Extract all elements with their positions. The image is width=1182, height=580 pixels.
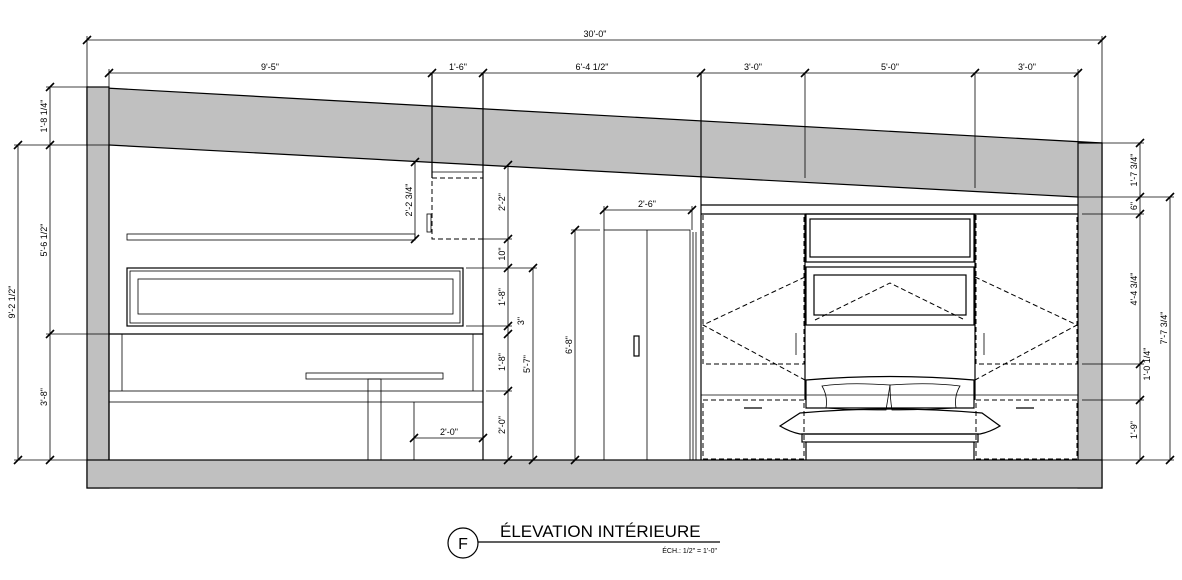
right-drawer [975, 399, 1078, 460]
dim-door-width: 2'-6" [638, 199, 656, 209]
bed [778, 375, 1002, 460]
bench-seat [108, 390, 484, 403]
left-wall [86, 86, 110, 489]
dim-window-to-floor: 5'-7" [522, 355, 532, 373]
dim-top: 5'-0" [881, 62, 899, 72]
window-frame [126, 267, 464, 327]
cabinet-handle [426, 213, 432, 233]
dim-upper-cabinet: 2'-2 3/4" [404, 184, 414, 217]
dim-door-height: 6'-8" [564, 336, 574, 354]
drawing-title-block: F ÉLEVATION INTÉRIEURE ÉCH.: 1/2" = 1'-0… [447, 522, 720, 559]
right-tall-cabinet [975, 213, 1078, 365]
section-marker [447, 527, 479, 559]
window-glass [137, 278, 454, 315]
dim-top: 6'-4 1/2" [576, 62, 609, 72]
drawing-title: ÉLEVATION INTÉRIEURE [500, 522, 701, 541]
wall-shelf [126, 233, 416, 241]
dim-partition: 2'-2" [497, 193, 507, 211]
dim-right: 1'-9" [1129, 421, 1139, 439]
dim-right: 4'-4 3/4" [1129, 273, 1139, 306]
dim-partition: 1'-8" [497, 353, 507, 371]
building-section [86, 86, 1103, 489]
floor-slab [86, 459, 1103, 489]
dim-left: 1'-8 1/4" [39, 100, 49, 133]
dim-right-outer: 7'-7 3/4" [1159, 312, 1169, 345]
door-handle [633, 335, 640, 357]
dim-left-outer: 9'-2 1/2" [7, 286, 17, 319]
dim-top: 1'-6" [449, 62, 467, 72]
murphy-bed-wall [700, 73, 1079, 460]
closet-door [603, 229, 697, 461]
dim-table-offset: 2'-0" [440, 427, 458, 437]
dim-top: 3'-0" [1018, 62, 1036, 72]
left-tall-cabinet [702, 213, 805, 365]
dim-right: 6" [1129, 202, 1139, 210]
dimension-lines [13, 35, 1175, 465]
lower-center-panel [805, 266, 975, 326]
dim-right: 1'-7 3/4" [1129, 154, 1139, 187]
left-drawer [702, 399, 805, 460]
dim-overall-width: 30'-0" [584, 29, 607, 39]
dining-nook [108, 73, 484, 461]
upper-cabinet [431, 177, 484, 240]
dim-top: 9'-5" [261, 62, 279, 72]
dim-top: 3'-0" [744, 62, 762, 72]
roof-slab [86, 86, 1103, 198]
table-top [305, 372, 444, 380]
dim-partition: 1'-8" [497, 288, 507, 306]
dim-left: 3'-8" [39, 388, 49, 406]
dim-partition: 3" [516, 317, 526, 325]
right-wall [1077, 142, 1103, 489]
dimension-labels: 30'-0" 9'-5" 1'-6" 6'-4 1/2" 3'-0" 5'-0"… [7, 29, 1169, 439]
dim-right: 1'-0 1/4" [1142, 348, 1152, 381]
dim-partition: 10" [497, 247, 507, 260]
table-leg [367, 378, 382, 461]
section-marker-label: F [458, 536, 468, 553]
dim-partition: 2'-0" [497, 416, 507, 434]
upper-center-cabinet [805, 213, 975, 263]
dim-left: 5'-6 1/2" [39, 224, 49, 257]
drawing-scale: ÉCH.: 1/2" = 1'-0" [662, 546, 717, 555]
